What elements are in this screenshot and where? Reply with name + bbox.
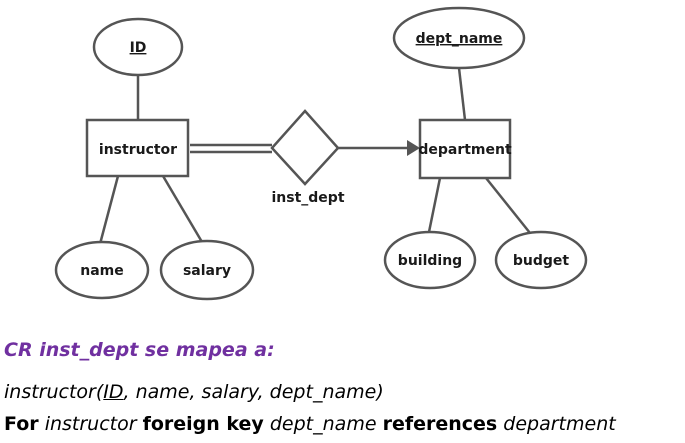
schema-relation: instructor(	[4, 381, 104, 403]
schema-key: ID	[103, 381, 124, 403]
attribute-name-label: name	[80, 263, 124, 279]
entity-instructor-label: instructor	[99, 142, 177, 158]
constraint-foreign-key: foreign key	[142, 413, 264, 435]
attribute-dept-name-label: dept_name	[416, 31, 503, 47]
connector-department-building	[427, 177, 442, 233]
connector-department-budget	[485, 177, 531, 234]
attribute-id-label: ID	[130, 40, 147, 56]
connector-instructor-name	[98, 175, 120, 245]
schema-line: instructor(ID, name, salary, dept_name)	[4, 383, 384, 402]
entity-instructor	[85, 118, 190, 178]
connector-deptname-department	[457, 67, 467, 121]
relationship-inst-dept	[270, 109, 340, 186]
entity-department	[418, 118, 512, 180]
constraint-attribute: dept_name	[269, 413, 377, 435]
er-diagram: ID instructor name salary inst_dept dept…	[54, 6, 588, 301]
attribute-id	[92, 17, 184, 77]
constraint-references: references	[382, 413, 498, 435]
relationship-inst-dept-label: inst_dept	[271, 190, 344, 206]
attribute-name	[54, 240, 150, 300]
attribute-building-label: building	[398, 253, 462, 269]
entity-department-label: department	[418, 142, 512, 158]
attribute-budget	[494, 230, 588, 290]
mapping-heading: CR inst_dept se mapea a:	[4, 339, 275, 361]
attribute-dept-name	[392, 6, 526, 70]
constraint-for: For	[4, 413, 39, 435]
attribute-budget-label: budget	[513, 253, 570, 269]
arrowhead-icon	[407, 140, 420, 156]
attribute-building	[383, 230, 477, 290]
constraint-line: For instructor foreign key dept_name ref…	[4, 415, 616, 434]
attribute-salary	[159, 239, 255, 301]
schema-rest: , name, salary, dept_name)	[123, 381, 384, 403]
attribute-salary-label: salary	[183, 263, 231, 279]
constraint-table: instructor	[44, 413, 137, 435]
connector-instructor-salary	[161, 175, 204, 243]
constraint-target: department	[503, 413, 616, 435]
